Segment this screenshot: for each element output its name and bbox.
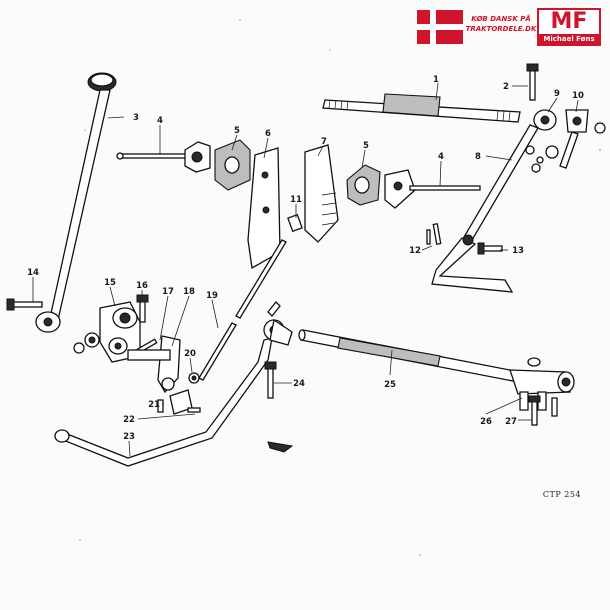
callout-4-left: 4 (157, 116, 163, 126)
part-mounting-plate (247, 147, 281, 270)
plate-code: CTP 254 (543, 490, 581, 499)
shop-slogan[interactable]: KØB DANSK PÅ TRAKTORDELE.DK (465, 14, 537, 34)
part-bolt-13 (477, 242, 503, 255)
callout-9: 9 (554, 89, 560, 99)
callout-13: 13 (512, 246, 524, 256)
part-long-shaft (298, 329, 521, 383)
callout-5-left: 5 (234, 126, 240, 136)
logo-name: Michael Føns (539, 34, 599, 44)
callout-19: 19 (206, 291, 218, 301)
callout-21: 21 (148, 400, 160, 410)
leader-lines (32, 82, 579, 457)
part-small-lever (525, 109, 589, 169)
part-fork-collar (509, 357, 575, 411)
mf-logo[interactable]: MF Michael Føns (537, 8, 601, 46)
callout-3: 3 (133, 113, 139, 123)
callout-18: 18 (183, 287, 195, 297)
callout-7: 7 (321, 137, 327, 147)
part-cross-rod-right (384, 169, 481, 209)
part-threaded-rod (198, 239, 287, 381)
part-clevis (157, 389, 201, 415)
part-bolt-2 (526, 63, 539, 101)
callout-2: 2 (503, 82, 509, 92)
callout-10: 10 (572, 91, 584, 101)
callout-23: 23 (123, 432, 135, 442)
part-trunnion-block (73, 301, 141, 363)
part-bolt-24 (264, 361, 277, 399)
callout-11: 11 (290, 195, 302, 205)
callout-4-right: 4 (438, 152, 444, 162)
part-cross-rod-left (116, 152, 191, 160)
part-nut-20 (188, 372, 200, 384)
callout-22: 22 (123, 415, 135, 425)
part-pedal-rod (35, 72, 117, 333)
part-splined-shaft (322, 93, 521, 123)
part-washers (531, 122, 606, 173)
part-clamp-collar (533, 109, 557, 131)
part-stray-mark (267, 441, 294, 453)
callout-labels: 1 2 3 4 5 6 7 5 4 8 9 10 11 12 13 14 15 … (27, 75, 584, 442)
part-bolt-14 (6, 298, 43, 311)
part-pin-11 (287, 213, 303, 233)
part-quadrant-plate (304, 144, 339, 243)
callout-14: 14 (27, 268, 39, 278)
paper-speckles (79, 19, 601, 556)
part-bolt-27 (528, 395, 558, 426)
callout-16: 16 (136, 281, 148, 291)
callout-1: 1 (433, 75, 439, 85)
callout-25: 25 (384, 380, 396, 390)
callout-12: 12 (409, 246, 421, 256)
danish-flag-icon (417, 10, 463, 44)
part-bent-rod (54, 301, 293, 467)
callout-8: 8 (475, 152, 481, 162)
shop-slogan-line1: KØB DANSK PÅ (471, 15, 531, 23)
logo-mark: MF (550, 9, 588, 34)
part-bolt-16 (136, 294, 149, 323)
callout-20: 20 (184, 349, 196, 359)
shop-slogan-line2: TRAKTORDELE.DK (465, 25, 537, 33)
callout-5-right: 5 (363, 141, 369, 151)
part-actuating-lever (431, 124, 539, 293)
callout-24: 24 (293, 379, 305, 389)
shop-banner[interactable]: KØB DANSK PÅ TRAKTORDELE.DK MF Michael F… (417, 8, 602, 46)
part-split-pin (426, 223, 442, 245)
part-bracket-left (184, 139, 251, 191)
callout-6: 6 (265, 129, 271, 139)
part-lever-arm (127, 335, 181, 394)
callout-26: 26 (480, 417, 492, 427)
callout-27: 27 (505, 417, 517, 427)
part-bracket-right (346, 164, 381, 206)
callout-17: 17 (162, 287, 174, 297)
callout-15: 15 (104, 278, 116, 288)
